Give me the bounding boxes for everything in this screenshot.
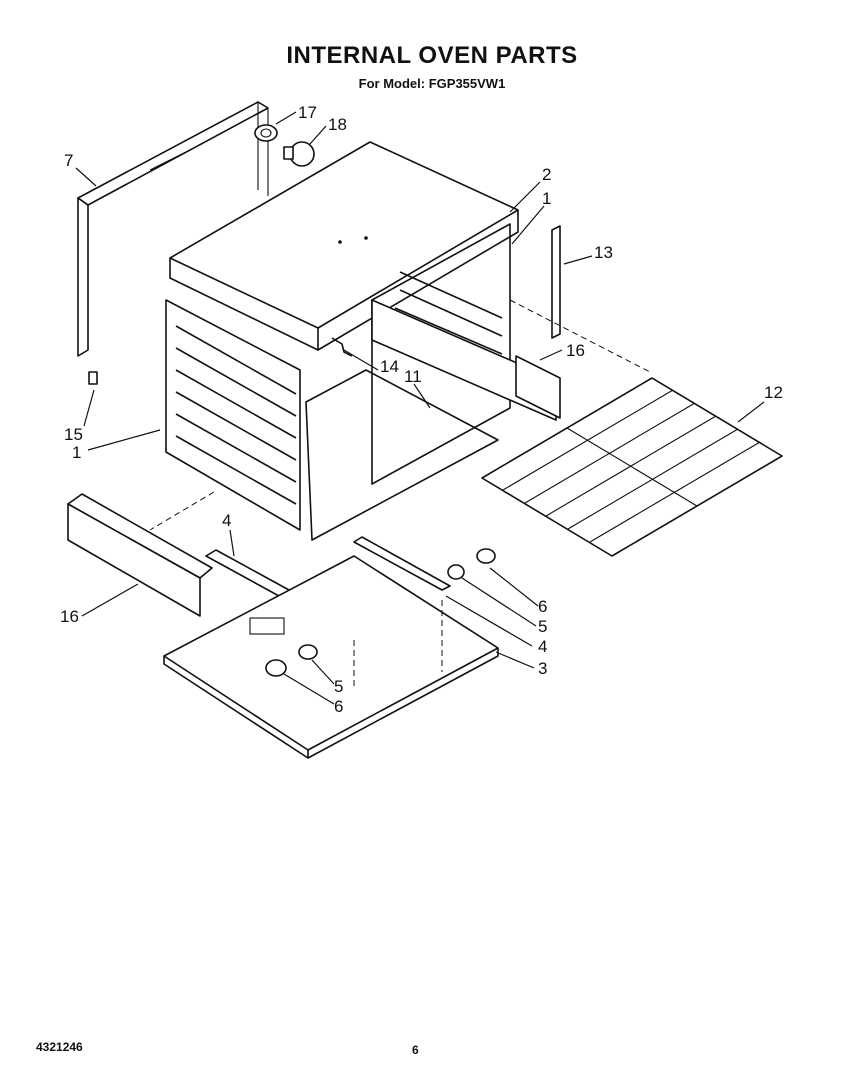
callout-label: 12 — [764, 383, 783, 402]
part-knob-right — [476, 548, 496, 564]
part-orifice-left — [298, 644, 318, 660]
callout-label: 14 — [380, 357, 399, 376]
page-number: 6 — [412, 1043, 419, 1057]
callout-label: 5 — [334, 677, 343, 696]
part-rear-panel — [77, 101, 269, 357]
page-title: INTERNAL OVEN PARTS — [286, 42, 578, 69]
part-fastener — [88, 371, 98, 385]
callout-label: 13 — [594, 243, 613, 262]
part-front-trim-left — [67, 493, 213, 617]
callout-label: 17 — [298, 103, 317, 122]
part-lamp-bulb — [283, 141, 315, 167]
callout-label: 3 — [538, 659, 547, 678]
part-rack-bracket — [551, 225, 561, 339]
page-subtitle: For Model: FGP355VW1 — [358, 76, 506, 91]
callout-label: 16 — [60, 607, 79, 626]
callout-label: 2 — [542, 165, 551, 184]
callout-leader-lines — [75, 111, 765, 705]
callout-label: 7 — [64, 151, 73, 170]
part-side-panel-left — [165, 299, 301, 531]
callout-label: 4 — [222, 511, 231, 530]
callout-label: 16 — [566, 341, 585, 360]
callout-label: 18 — [328, 115, 347, 134]
part-orifice-right — [447, 564, 465, 580]
part-side-trim-right — [371, 299, 561, 421]
part-oven-rack — [481, 377, 783, 557]
part-knob-left — [265, 659, 287, 677]
callout-labels: 7 17 18 2 1 13 16 14 11 15 1 12 4 16 6 5… — [60, 103, 783, 716]
callout-label: 6 — [538, 597, 547, 616]
part-bottom-pan — [163, 555, 499, 759]
part-lamp-socket — [254, 124, 278, 142]
callout-label: 15 — [64, 425, 83, 444]
callout-label: 5 — [538, 617, 547, 636]
callout-label: 1 — [72, 443, 81, 462]
callout-label: 1 — [542, 189, 551, 208]
callout-label: 4 — [538, 637, 547, 656]
callout-label: 11 — [404, 367, 422, 386]
part-oven-bottom — [305, 369, 499, 541]
part-clip — [331, 337, 353, 357]
assembly-guide-lines — [149, 299, 651, 690]
part-support-rail-right — [353, 536, 451, 591]
callout-label: 6 — [334, 697, 343, 716]
document-number: 4321246 — [36, 1040, 83, 1054]
